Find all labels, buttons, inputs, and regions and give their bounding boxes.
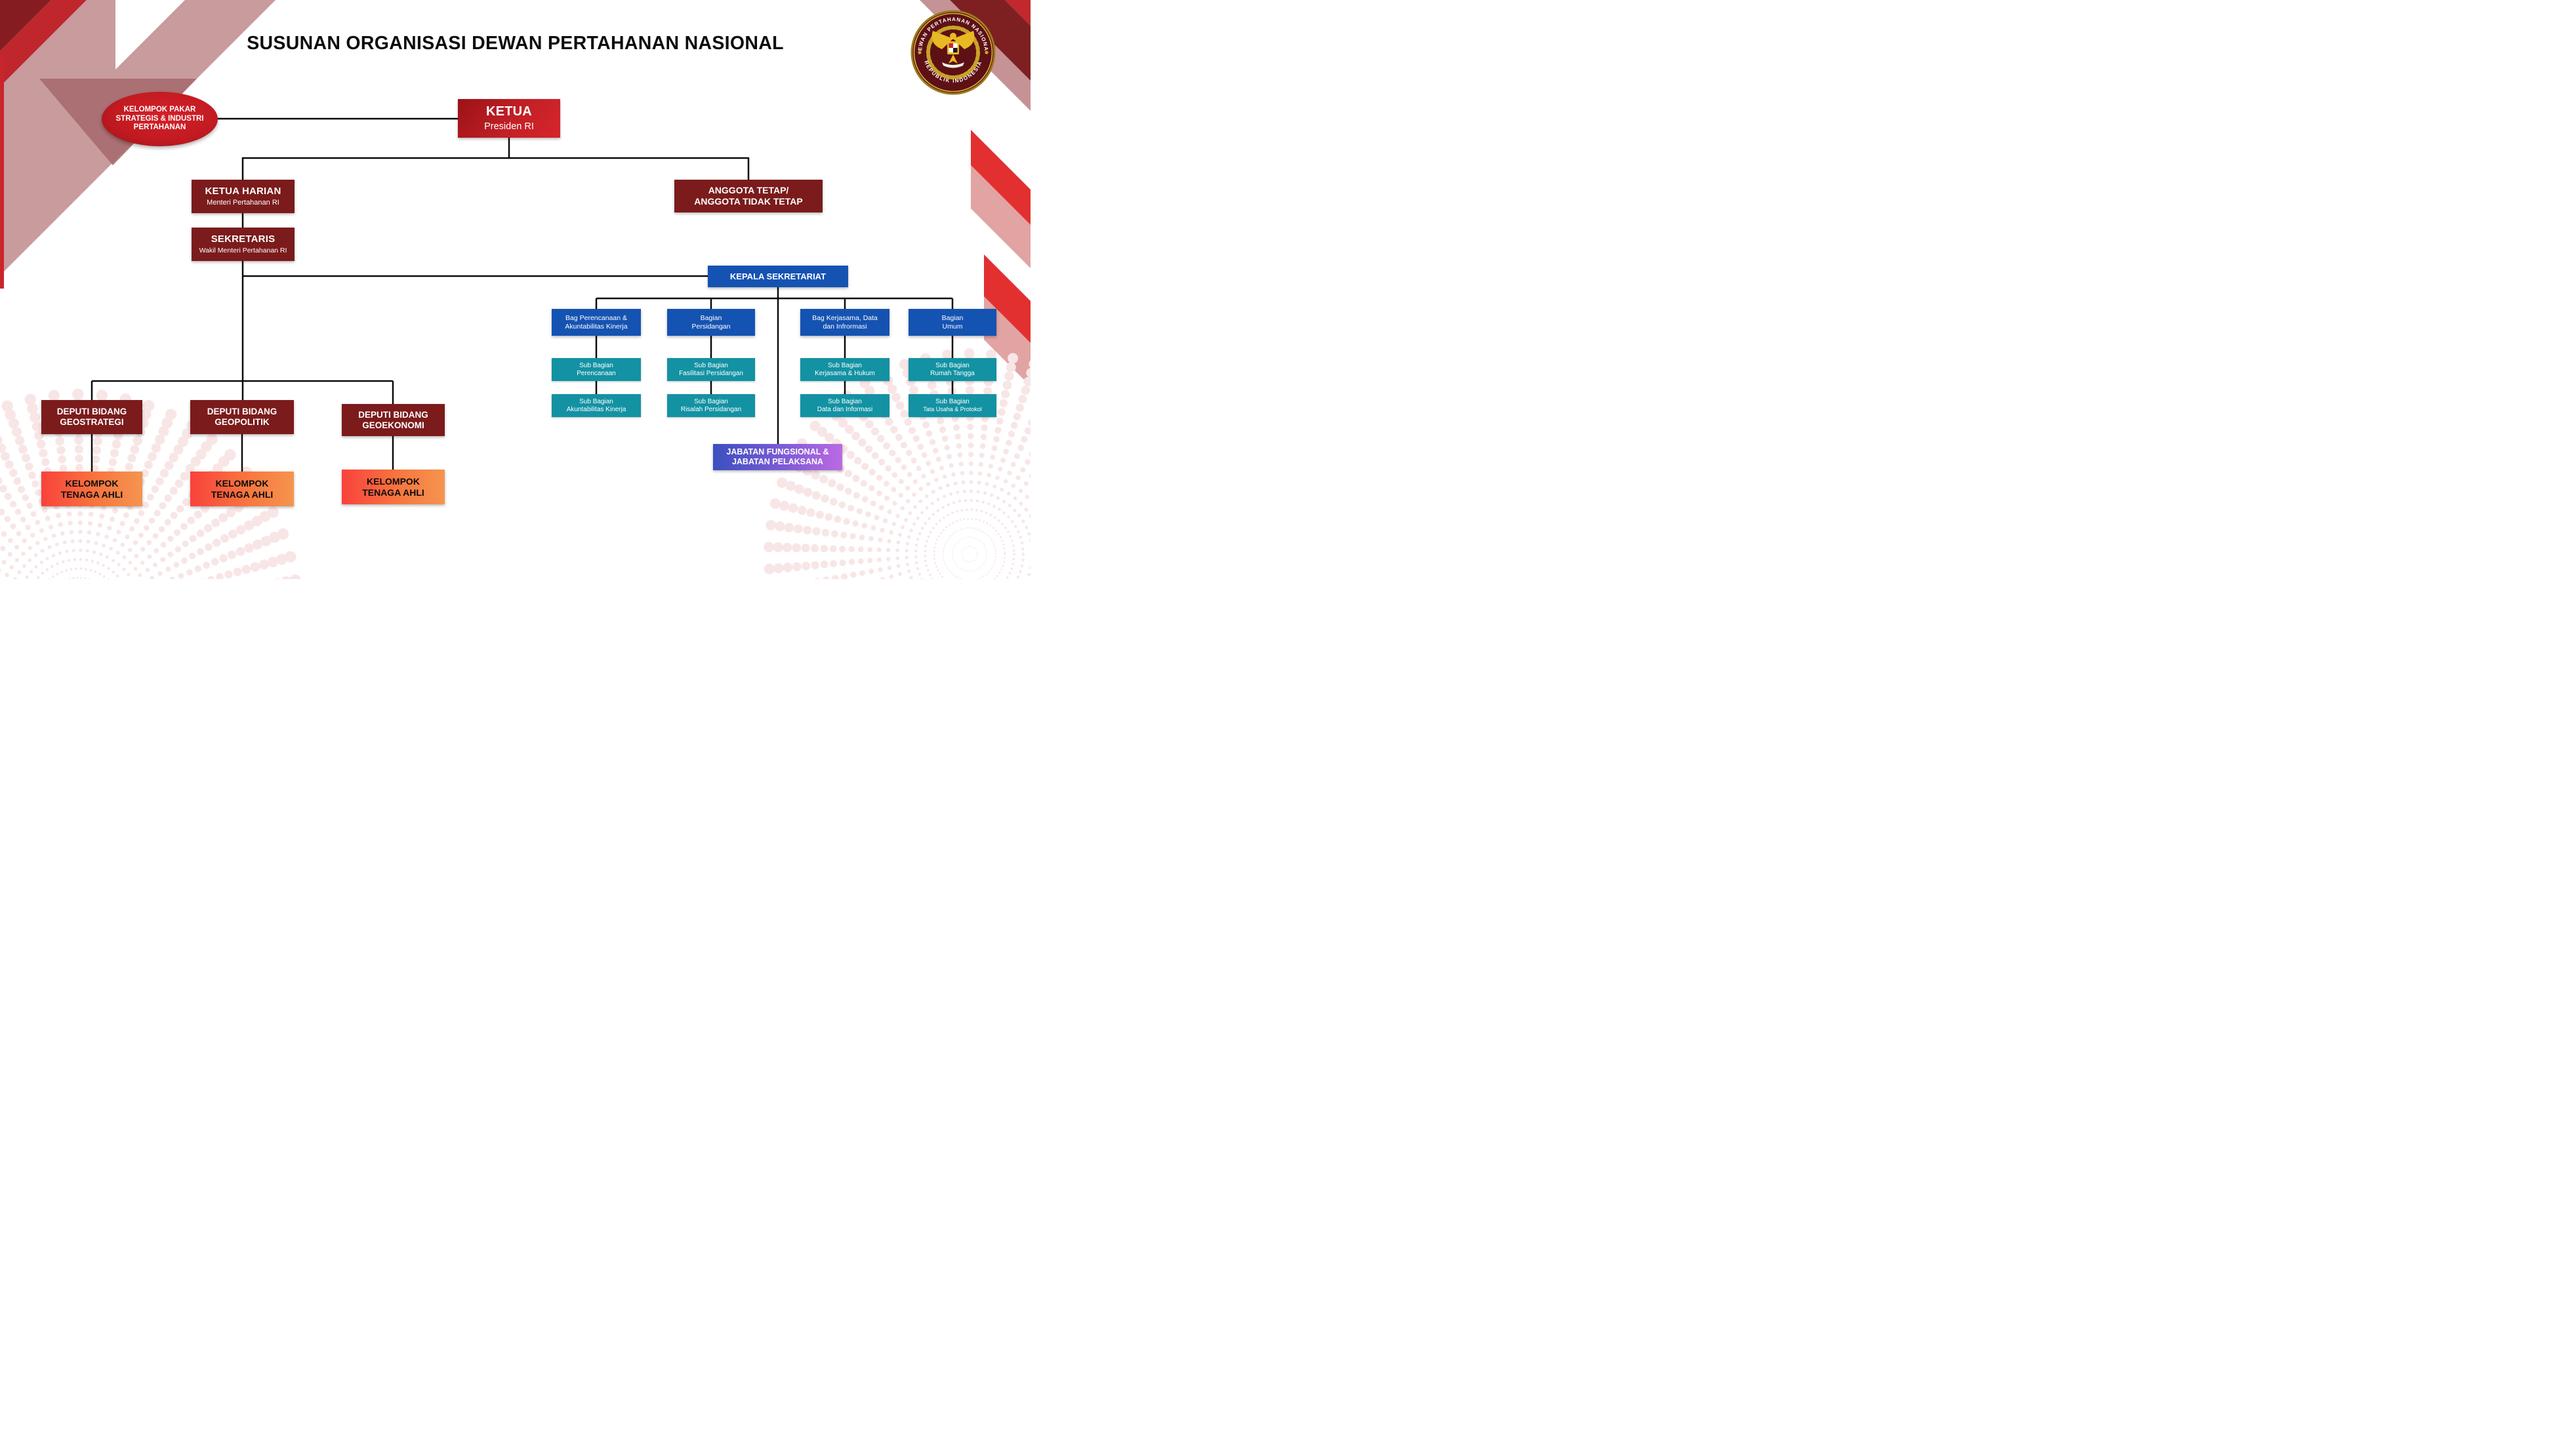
- node-label: Perencanaan: [577, 369, 616, 377]
- node-subtitle: Wakil Menteri Pertahanan RI: [199, 247, 287, 255]
- node-title: KETUA: [486, 104, 532, 119]
- org-chart-page: SUSUNAN ORGANISASI DEWAN PERTAHANAN NASI…: [0, 0, 1031, 579]
- node-label: dan Infrormasi: [823, 322, 867, 331]
- node-label: Bagian: [700, 314, 722, 323]
- node-label: Tata Usaha & Protokol: [923, 406, 982, 413]
- node-label: GEOSTRATEGI: [60, 417, 124, 427]
- node-label: ANGGOTA TETAP/: [708, 185, 789, 196]
- node-kelompok-tenaga-ahli-1: KELOMPOK TENAGA AHLI: [41, 472, 142, 506]
- node-label: Risalah Persidangan: [680, 405, 742, 413]
- node-bag-kerjasama: Bag Kerjasama, Data dan Infrormasi: [800, 309, 889, 336]
- node-label: Sub Bagian: [935, 398, 970, 406]
- node-label: Sub Bagian: [935, 361, 970, 369]
- node-label: Umum: [942, 322, 963, 331]
- node-sub-rumah-tangga: Sub Bagian Rumah Tangga: [909, 358, 996, 381]
- node-label: PERTAHANAN: [133, 123, 186, 132]
- node-label: KELOMPOK: [367, 475, 420, 487]
- node-ketua: KETUA Presiden RI: [458, 99, 560, 138]
- node-sub-kerjasama-hukum: Sub Bagian Kerjasama & Hukum: [800, 358, 889, 381]
- node-jabatan-fungsional: JABATAN FUNGSIONAL & JABATAN PELAKSANA: [713, 444, 842, 470]
- node-label: Kerjasama & Hukum: [815, 369, 875, 377]
- node-label: KELOMPOK: [215, 477, 269, 489]
- node-label: ANGGOTA TIDAK TETAP: [694, 196, 803, 207]
- node-label: KELOMPOK: [65, 477, 119, 489]
- node-label: Sub Bagian: [579, 361, 613, 369]
- node-sub-akuntabilitas: Sub Bagian Akuntabilitas Kinerja: [552, 394, 641, 417]
- node-bagian-umum: Bagian Umum: [909, 309, 996, 336]
- node-label: Data dan Informasi: [817, 405, 873, 413]
- node-ketua-harian: KETUA HARIAN Menteri Pertahanan RI: [192, 180, 295, 213]
- node-sub-tata-usaha: Sub Bagian Tata Usaha & Protokol: [909, 394, 996, 417]
- org-chart-connectors: [91, 117, 954, 473]
- node-label: KELOMPOK PAKAR: [123, 106, 196, 114]
- node-label: Akuntabilitas Kinerja: [565, 322, 628, 331]
- node-label: Sub Bagian: [694, 361, 728, 369]
- node-kepala-sekretariat: KEPALA SEKRETARIAT: [708, 266, 848, 287]
- node-kelompok-pakar: KELOMPOK PAKAR STRATEGIS & INDUSTRI PERT…: [102, 92, 218, 146]
- dpn-logo: DEWAN PERTAHANAN NASIONAL REPUBLIK INDON…: [909, 5, 996, 95]
- logo-chain-ring: [926, 26, 980, 79]
- node-kelompok-tenaga-ahli-3: KELOMPOK TENAGA AHLI: [342, 470, 445, 504]
- node-bag-perencanaan: Bag Perencanaan & Akuntabilitas Kinerja: [552, 309, 641, 336]
- node-sekretaris: SEKRETARIS Wakil Menteri Pertahanan RI: [192, 228, 295, 261]
- node-deputi-geostrategi: DEPUTI BIDANG GEOSTRATEGI: [41, 400, 142, 434]
- page-title: SUSUNAN ORGANISASI DEWAN PERTAHANAN NASI…: [247, 33, 784, 54]
- node-label: TENAGA AHLI: [211, 489, 274, 500]
- node-label: TENAGA AHLI: [60, 489, 123, 500]
- node-subtitle: Menteri Pertahanan RI: [207, 198, 279, 207]
- node-label: JABATAN PELAKSANA: [731, 457, 824, 466]
- node-label: Sub Bagian: [694, 397, 728, 405]
- node-label: Bagian: [941, 314, 964, 323]
- node-kelompok-tenaga-ahli-2: KELOMPOK TENAGA AHLI: [190, 472, 294, 506]
- node-label: TENAGA AHLI: [362, 487, 424, 498]
- node-title: KETUA HARIAN: [205, 186, 281, 197]
- node-label: Bag Perencanaan &: [565, 314, 627, 323]
- node-label: Fasilitasi Persidangan: [679, 369, 743, 377]
- node-label: DEPUTI BIDANG: [207, 407, 277, 417]
- node-label: GEOPOLITIK: [215, 417, 270, 427]
- node-sub-fasilitasi: Sub Bagian Fasilitasi Persidangan: [667, 358, 755, 381]
- background-decoration: [0, 0, 1031, 579]
- node-label: Rumah Tangga: [930, 369, 975, 377]
- node-deputi-geopolitik: DEPUTI BIDANG GEOPOLITIK: [190, 400, 294, 434]
- node-label: DEPUTI BIDANG: [358, 409, 428, 420]
- node-sub-data-informasi: Sub Bagian Data dan Informasi: [800, 394, 889, 417]
- garuda-emblem: [931, 31, 975, 68]
- node-anggota-tetap: ANGGOTA TETAP/ ANGGOTA TIDAK TETAP: [674, 180, 823, 212]
- node-label: Sub Bagian: [828, 397, 862, 405]
- node-title: KEPALA SEKRETARIAT: [729, 271, 827, 281]
- node-deputi-geoekonomi: DEPUTI BIDANG GEOEKONOMI: [342, 404, 445, 436]
- node-bagian-persidangan: Bagian Persidangan: [667, 309, 755, 336]
- node-subtitle: Presiden RI: [484, 121, 534, 132]
- node-label: DEPUTI BIDANG: [56, 407, 127, 417]
- node-sub-perencanaan: Sub Bagian Perencanaan: [552, 358, 641, 381]
- node-sub-risalah: Sub Bagian Risalah Persidangan: [667, 394, 755, 417]
- node-label: GEOEKONOMI: [362, 420, 424, 430]
- node-label: Akuntabilitas Kinerja: [566, 405, 626, 413]
- node-title: SEKRETARIS: [211, 233, 276, 245]
- node-label: Sub Bagian: [828, 361, 862, 369]
- node-label: Sub Bagian: [579, 397, 613, 405]
- node-label: STRATEGIS & INDUSTRI: [115, 114, 204, 123]
- node-label: JABATAN FUNGSIONAL &: [726, 447, 829, 457]
- node-label: Persidangan: [691, 322, 731, 331]
- node-label: Bag Kerjasama, Data: [812, 314, 878, 323]
